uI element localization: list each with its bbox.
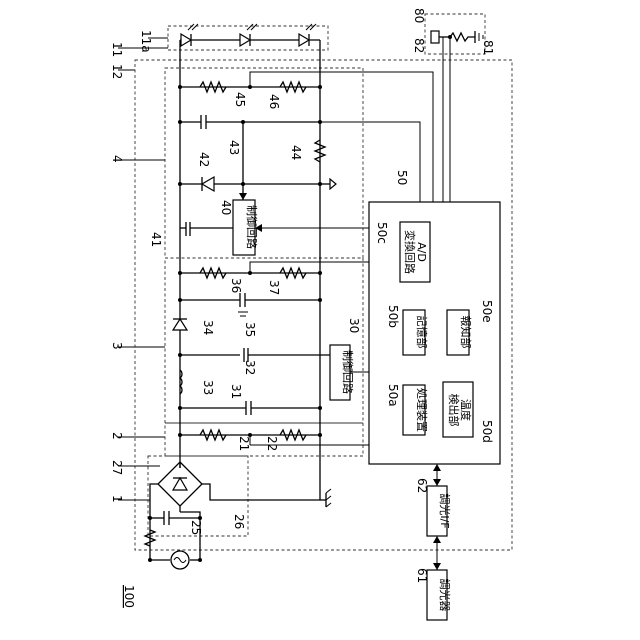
- ref-81: 81: [481, 40, 495, 55]
- ref-25: 25: [189, 520, 203, 535]
- ref-43: 43: [227, 140, 241, 155]
- ref-46: 46: [267, 94, 281, 109]
- ground-symbol-2: [320, 489, 331, 507]
- ref-61: 61: [415, 568, 429, 583]
- ref-82: 82: [412, 38, 426, 53]
- ground-symbol-1: [320, 179, 336, 189]
- diode-34: [173, 319, 187, 330]
- ref-50e: 50e: [480, 300, 494, 323]
- dimmer-label: 調光器: [438, 579, 452, 612]
- ground-symbol-3: [238, 312, 248, 316]
- ref-30: 30: [347, 318, 361, 333]
- ref-26: 26: [232, 514, 246, 529]
- ref-4: 4: [110, 155, 124, 163]
- dimmer-interface-label: 調光I/F: [438, 493, 452, 528]
- led-2: [240, 24, 257, 46]
- ref-12: 12: [110, 64, 124, 79]
- ref-1: 1: [110, 495, 124, 503]
- storage-label: 記憶部: [415, 316, 429, 349]
- ref-37: 37: [267, 280, 281, 295]
- ref-45: 45: [233, 92, 247, 107]
- switch-element-41: [180, 222, 233, 236]
- ref-34: 34: [201, 320, 215, 335]
- temperature-label-1: 温度: [459, 399, 473, 421]
- resistor-81: [450, 33, 475, 41]
- ref-50d: 50d: [480, 420, 494, 443]
- ref-62: 62: [415, 478, 429, 493]
- leader-lines: [118, 38, 168, 500]
- ref-50c: 50c: [375, 222, 389, 244]
- ad-converter-label-2: 変換回路: [403, 230, 417, 274]
- ref-22: 22: [265, 436, 279, 451]
- ref-44: 44: [289, 145, 303, 160]
- ref-80: 80: [412, 8, 426, 23]
- ref-50a: 50a: [386, 384, 400, 407]
- sensor-element-82: [431, 31, 439, 43]
- processing-label: 処理装置: [415, 388, 428, 432]
- ref-2: 2: [110, 432, 124, 440]
- ref-11a: 11a: [139, 30, 153, 53]
- led-3: [299, 24, 316, 46]
- ref-100: 100: [122, 585, 136, 608]
- ref-50b: 50b: [386, 305, 400, 328]
- ref-41: 41: [149, 232, 163, 247]
- ref-35: 35: [243, 322, 257, 337]
- ref-36: 36: [229, 278, 243, 293]
- outline-constant-current-4: [165, 68, 363, 258]
- ref-40: 40: [219, 200, 233, 215]
- led-1: [181, 24, 198, 46]
- ref-50: 50: [395, 170, 409, 185]
- notification-label: 報知部: [459, 316, 473, 349]
- ref-33: 33: [201, 380, 215, 395]
- ref-21: 21: [237, 436, 251, 451]
- bridge-diode-symbol: [173, 478, 187, 490]
- temperature-label-2: 検出部: [447, 394, 461, 427]
- ref-32: 32: [243, 360, 257, 375]
- ref-11: 11: [110, 42, 124, 57]
- ref-31: 31: [229, 384, 243, 399]
- ref-27: 27: [110, 460, 124, 475]
- ref-42: 42: [197, 152, 211, 167]
- ref-3: 3: [110, 342, 124, 350]
- diode-42: [202, 177, 214, 191]
- wire-43-to-ad: [320, 122, 420, 202]
- outline-filter-2: [165, 423, 363, 456]
